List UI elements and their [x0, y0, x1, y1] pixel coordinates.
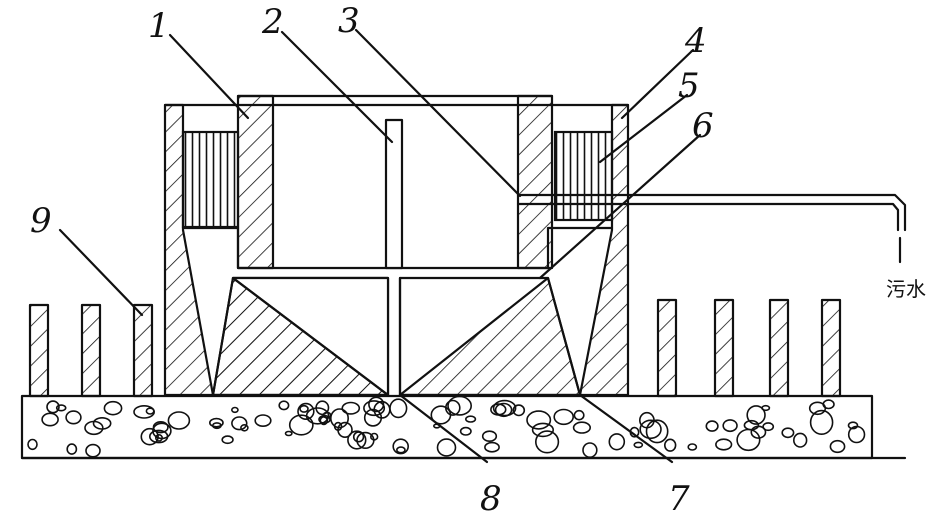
pebble	[46, 400, 60, 414]
pebble	[149, 429, 169, 444]
pebble	[284, 430, 293, 437]
pebble	[484, 441, 500, 453]
label-2: 2	[261, 2, 284, 42]
pebble	[722, 419, 738, 433]
pebble	[319, 416, 329, 426]
pebble	[436, 438, 457, 457]
pebble	[318, 414, 331, 424]
pebble	[92, 416, 112, 430]
pebble	[459, 426, 472, 436]
pebble	[481, 430, 498, 443]
pebble	[240, 423, 249, 432]
pebble	[645, 419, 669, 444]
pebble	[329, 408, 349, 429]
gravel-bed	[20, 394, 907, 460]
pebble	[55, 404, 67, 412]
fence-posts-right	[656, 298, 842, 398]
pebble	[27, 438, 38, 451]
pebble	[762, 422, 775, 432]
pebble	[573, 409, 585, 421]
cone-base-left	[211, 276, 390, 397]
pebble	[41, 412, 59, 427]
pebble	[743, 419, 760, 431]
filter-media-left	[181, 130, 240, 229]
pebble	[746, 405, 766, 425]
pebble	[847, 425, 866, 444]
pebble	[230, 406, 239, 414]
pebble	[140, 427, 159, 446]
label-8: 8	[480, 479, 502, 519]
pebble	[639, 419, 662, 440]
pebble	[363, 400, 386, 417]
pebble	[847, 421, 859, 430]
pebble	[705, 420, 719, 432]
label-1: 1	[148, 6, 170, 46]
pebble	[512, 404, 526, 417]
pebble	[305, 407, 330, 425]
pebble	[715, 438, 733, 451]
fence-posts-left	[28, 303, 154, 398]
pebble	[373, 400, 391, 419]
pebble	[155, 433, 164, 442]
leader-lines	[58, 28, 702, 464]
pebble	[85, 443, 101, 458]
pebble	[254, 414, 272, 427]
pebble	[208, 417, 224, 428]
pebble	[65, 410, 82, 425]
pebble	[465, 415, 477, 423]
pebble	[395, 446, 406, 454]
pebble	[687, 443, 698, 451]
pebble	[534, 430, 560, 454]
pebble	[761, 404, 771, 412]
pebble	[145, 407, 155, 415]
label-6: 6	[692, 106, 714, 146]
pebble	[347, 430, 367, 450]
inner-wall-right	[516, 94, 554, 270]
label-9: 9	[30, 201, 52, 241]
pebble	[494, 402, 513, 418]
pebble	[781, 427, 795, 439]
pebble	[572, 421, 592, 434]
pebble	[663, 438, 677, 452]
pebble	[288, 414, 314, 436]
label-7: 7	[668, 479, 690, 519]
pebble	[152, 421, 169, 434]
pebble	[792, 432, 808, 448]
pebble	[167, 411, 191, 430]
pebble	[809, 409, 834, 436]
pebble	[299, 404, 309, 413]
pebble	[526, 410, 552, 430]
label-5: 5	[678, 66, 700, 106]
cone-base-right	[398, 276, 582, 397]
label-3: 3	[338, 1, 360, 41]
pebble	[392, 438, 410, 455]
label-4: 4	[684, 21, 707, 61]
pebble	[103, 400, 123, 416]
pebble	[370, 432, 379, 441]
sewage-inlet-pipe	[516, 193, 907, 264]
pebble	[633, 441, 644, 449]
pebble	[608, 433, 626, 451]
pebble	[278, 400, 290, 411]
pebble	[341, 401, 361, 415]
pebble	[553, 408, 575, 426]
pebble	[808, 401, 827, 416]
pebble	[297, 402, 315, 421]
central-pipe	[384, 118, 404, 270]
pebble	[531, 422, 555, 438]
pebble	[221, 435, 234, 445]
pebble	[829, 439, 846, 454]
filter-media-right	[553, 130, 614, 222]
pebble	[231, 416, 248, 431]
pebble	[66, 443, 78, 455]
sewage-label: 污水	[886, 277, 926, 301]
inner-wall-left	[236, 94, 275, 270]
pebble	[582, 442, 598, 458]
pebble	[430, 405, 452, 425]
pebble	[447, 395, 473, 416]
